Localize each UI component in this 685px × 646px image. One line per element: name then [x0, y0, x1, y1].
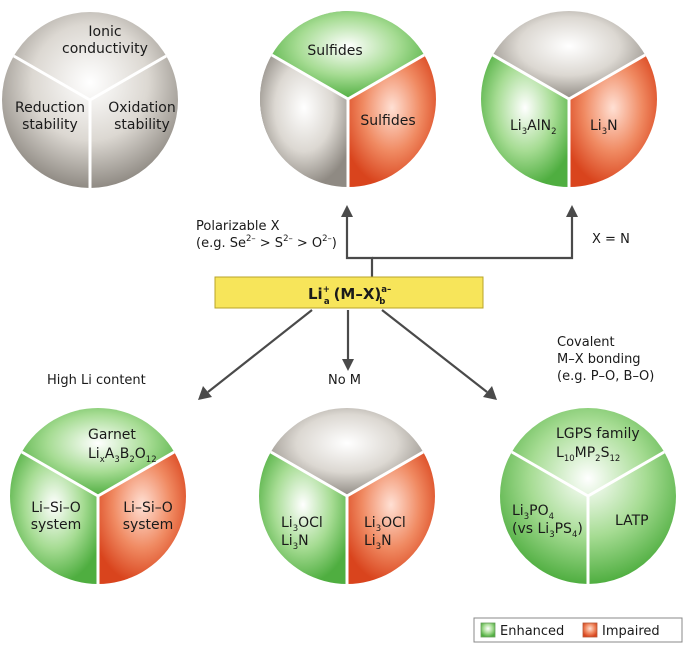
garnet-label: Garnet [88, 427, 136, 443]
no-m-caption: No M [328, 373, 361, 388]
li3ocl-impaired-label: Li3OCl [364, 515, 406, 534]
impaired-legend-label: Impaired [602, 624, 660, 639]
enhanced-swatch [480, 622, 496, 638]
li3aln2-label: Li3AlN2 [510, 118, 557, 137]
li3po4-label: Li3PO4 [512, 503, 554, 522]
lgps-formula: L10MP2S12 [556, 445, 620, 464]
legend-frame [473, 617, 683, 643]
li3n-impaired-label: Li3N [364, 533, 392, 552]
sulfides-impaired-label: Sulfides [360, 113, 415, 129]
impaired-swatch [582, 622, 598, 638]
grey-sector [492, 11, 646, 100]
li3ocl-enhanced-label: Li3OCl [281, 515, 323, 534]
sulfides-enhanced-label: Sulfides [307, 43, 362, 59]
li3n-label: Li3N [590, 118, 618, 137]
latp-label: LATP [615, 513, 649, 529]
formula-text: Li+a(M–X)a–b [308, 285, 391, 307]
high-li-caption: High Li content [47, 373, 146, 388]
polarizable-example: (e.g. Se2– > S2– > O2–) [196, 234, 337, 251]
formula-box: Li+a(M–X)a–b [214, 276, 484, 309]
formula-background [214, 276, 484, 309]
legend: Enhanced Impaired [473, 617, 683, 643]
polarizable-caption: Polarizable X [196, 219, 280, 234]
green-sector [271, 11, 425, 99]
down-arrows [198, 309, 497, 400]
garnet-formula: LixA3B2O12 [88, 446, 157, 465]
covalent-caption-1: Covalent [557, 335, 615, 350]
covalent-pie: LGPS family L10MP2S12 Li3PO4 (vs Li3PS4)… [500, 408, 676, 584]
x-equals-n-caption: X = N [592, 232, 630, 247]
covalent-caption-2: M–X bonding [557, 352, 641, 367]
no-m-pie: Li3OCl Li3N Li3OCl Li3N [259, 408, 435, 584]
grey-sector [270, 408, 424, 496]
li3n-enhanced-label: Li3N [281, 533, 309, 552]
enhanced-legend-label: Enhanced [500, 624, 564, 639]
lgps-family-label: LGPS family [556, 426, 640, 442]
covalent-caption-3: (e.g. P–O, B–O) [557, 369, 654, 384]
green-sector-top [21, 408, 175, 496]
up-arrows [341, 205, 578, 278]
nitride-pie: Li3AlN2 Li3N [481, 11, 657, 187]
polarizable-pie: Sulfides Sulfides [260, 11, 436, 187]
li3ps4-comparison-label: (vs Li3PS4) [512, 521, 583, 540]
